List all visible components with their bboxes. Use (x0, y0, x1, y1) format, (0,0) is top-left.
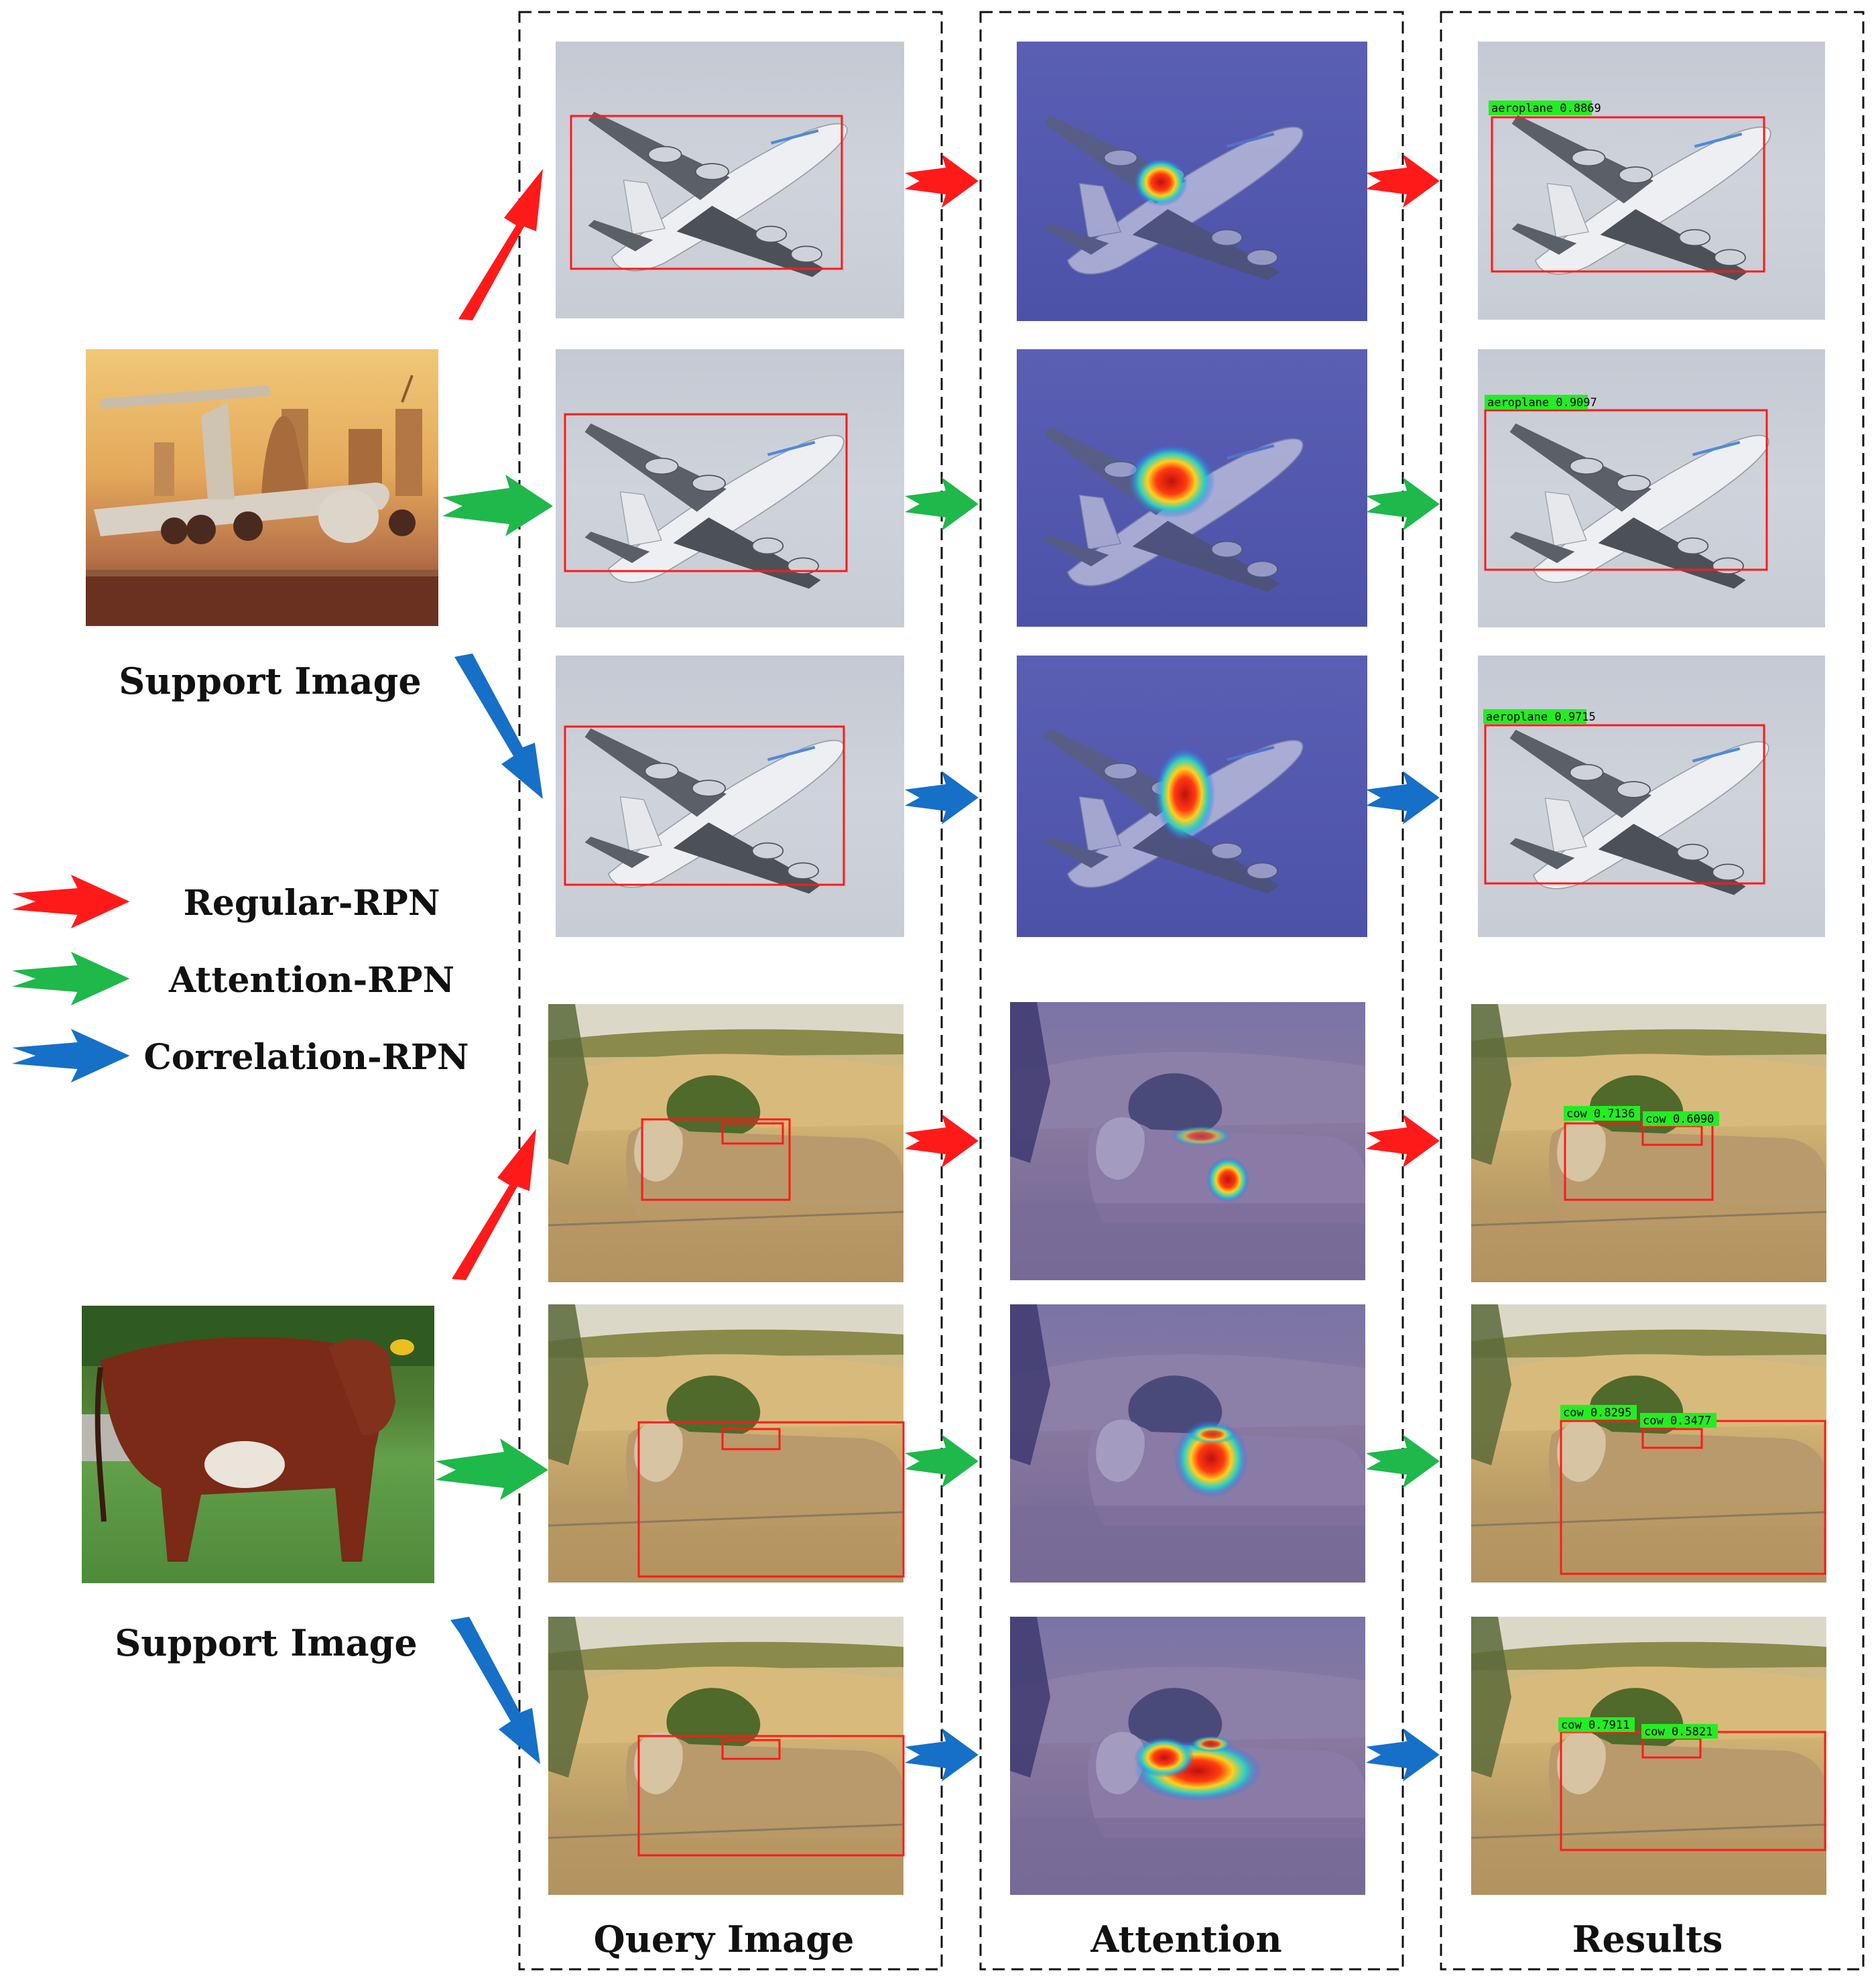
attention-map-aeroplane-attention (1017, 349, 1367, 627)
detection-tag (1558, 1717, 1635, 1732)
detection-label: cow 0.5821 (1644, 1725, 1712, 1739)
legend-label-regular: Regular-RPN (184, 883, 440, 924)
attention-heat-spot (1155, 747, 1215, 841)
query-box (570, 115, 843, 270)
query-box (637, 1735, 905, 1857)
query-image-aeroplane-correlation (556, 656, 904, 937)
support-image-label-2: Support Image (115, 1621, 418, 1664)
detection-label: cow 0.7911 (1561, 1719, 1629, 1732)
result-image-aeroplane-regular: aeroplane 0.8869 (1478, 42, 1825, 320)
detection-tag (1643, 1111, 1719, 1126)
column-title-attention: Attention (1090, 1918, 1281, 1961)
attention-column-frame (979, 11, 1404, 1971)
support-arrow-correlation-cow (450, 1617, 540, 1764)
attention-heat-spot (1134, 158, 1188, 206)
query-image-aeroplane-regular (556, 42, 904, 318)
arrow-query-to-attention-5 (905, 1434, 979, 1488)
detection-tag (1485, 395, 1588, 410)
attention-heat-spot (1128, 444, 1215, 518)
column-title-results: Results (1572, 1918, 1723, 1961)
query-box (637, 1421, 905, 1578)
legend-arrow-correlation (12, 1029, 130, 1082)
result-image-cow-regular: cow 0.7136 cow 0.6090 (1470, 1003, 1828, 1284)
attention-heat-spot (1171, 1126, 1231, 1146)
query-column-frame (518, 11, 943, 1971)
support-image-cow (82, 1306, 434, 1583)
result-box (1564, 1122, 1714, 1201)
result-box (1484, 409, 1768, 571)
legend-arrow-attention (12, 952, 130, 1005)
result-image-aeroplane-correlation: aeroplane 0.9715 (1478, 656, 1825, 937)
detection-tag (1483, 709, 1586, 724)
support-image-aeroplane (86, 349, 438, 626)
detection-label: cow 0.8295 (1563, 1406, 1631, 1420)
legend-label-correlation: Correlation-RPN (143, 1037, 468, 1078)
legend: Regular-RPN Attention-RPN Correlation-RP… (12, 875, 469, 1082)
query-box (721, 1739, 781, 1760)
result-image-cow-correlation: cow 0.7911 cow 0.5821 (1470, 1615, 1828, 1896)
attention-heat-spot (1206, 1157, 1249, 1202)
attention-map-aeroplane-correlation (1017, 656, 1367, 937)
detection-label: aeroplane 0.9715 (1486, 710, 1596, 724)
arrow-query-to-attention-2 (905, 477, 979, 531)
attention-map-aeroplane-regular (1017, 42, 1367, 321)
detection-label: aeroplane 0.9097 (1487, 396, 1597, 410)
attention-map-cow-correlation (1010, 1617, 1365, 1895)
query-image-cow-regular (547, 1003, 905, 1284)
arrow-attention-to-results-2 (1366, 477, 1440, 531)
support-arrow-regular-aeroplane (458, 169, 543, 320)
detection-tag (1641, 1724, 1718, 1739)
result-box (1484, 724, 1765, 885)
support-arrow-correlation-aeroplane (454, 654, 543, 799)
detection-label: cow 0.6090 (1645, 1113, 1714, 1126)
query-box (721, 1428, 781, 1450)
detection-label: aeroplane 0.8869 (1491, 102, 1601, 115)
column-title-query: Query Image (594, 1918, 855, 1961)
attention-map-cow-attention (1010, 1304, 1365, 1583)
detection-tag (1489, 101, 1592, 115)
support-image-label-1: Support Image (119, 660, 422, 702)
support-arrow-regular-cow (452, 1129, 536, 1280)
legend-arrow-regular (12, 875, 130, 928)
detection-tag (1560, 1405, 1637, 1420)
legend-label-attention: Attention-RPN (168, 960, 454, 1001)
support-arrow-attention-cow (436, 1438, 548, 1500)
detection-tag (1564, 1106, 1640, 1121)
query-box (564, 725, 845, 886)
result-image-cow-attention: cow 0.8295 cow 0.3477 (1470, 1303, 1828, 1584)
detection-label: cow 0.3477 (1643, 1414, 1711, 1428)
query-box (564, 413, 848, 572)
result-box (1641, 1428, 1703, 1449)
query-image-cow-correlation (547, 1615, 905, 1896)
query-box (641, 1118, 791, 1201)
attention-heat-spot (1189, 1425, 1236, 1444)
query-image-aeroplane-attention (556, 349, 904, 627)
detection-label: cow 0.7136 (1566, 1107, 1635, 1121)
result-image-aeroplane-attention: aeroplane 0.9097 (1478, 349, 1825, 627)
query-image-cow-attention (547, 1303, 905, 1584)
support-arrow-attention-aeroplane (442, 475, 553, 536)
result-box (1491, 116, 1765, 273)
attention-heat-spot (1191, 1736, 1231, 1752)
detection-tag (1640, 1413, 1716, 1428)
attention-heat-spot (1134, 1737, 1194, 1778)
arrow-attention-to-results-5 (1366, 1434, 1440, 1488)
results-column-frame (1440, 11, 1865, 1971)
attention-map-cow-regular (1010, 1002, 1365, 1280)
query-box (721, 1122, 784, 1145)
